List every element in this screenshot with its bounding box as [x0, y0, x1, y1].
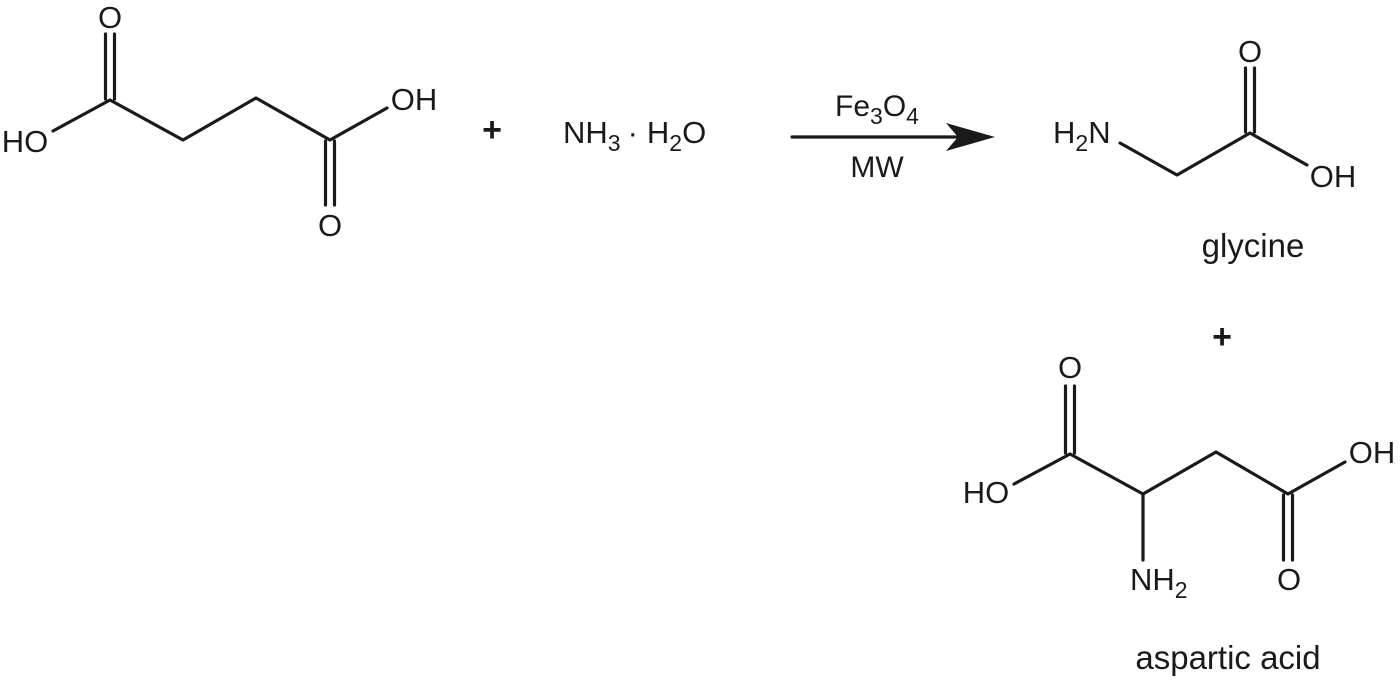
succinic-acid-structure: O HO OH O [2, 0, 438, 243]
glycine-chain-bonds [1118, 131, 1309, 177]
glycine-oh: OH [1310, 159, 1357, 194]
carbon-chain-bonds [51, 96, 389, 142]
aspartic-acid-structure: O HO OH O NH2 aspartic acid [963, 350, 1396, 676]
formula-nh: NH [563, 115, 608, 150]
formula-sub-2: 2 [669, 130, 682, 156]
arrow-head-icon [946, 123, 995, 151]
formula-dot: · [628, 115, 638, 150]
ammonia-hydrate-formula: NH3 · H2O [563, 115, 706, 156]
aspartic-o-bottom: O [1277, 562, 1301, 597]
aspartic-amine-label: NH2 [1130, 562, 1188, 603]
atom-ho-left: HO [2, 124, 49, 159]
aspartic-o-top: O [1058, 350, 1082, 385]
plus-sign-products: + [1212, 318, 1232, 356]
formula-h: H [647, 115, 669, 150]
microwave-condition-label: MW [850, 151, 904, 184]
aspartic-ho-left: HO [963, 475, 1010, 510]
atom-o-top: O [98, 0, 122, 35]
glycine-amine-label: H2N [1053, 115, 1111, 156]
plus-sign-reactants: + [482, 111, 502, 149]
catalyst-label: Fe3O4 [835, 90, 919, 129]
aspartic-acid-name-label: aspartic acid [1135, 639, 1320, 676]
formula-o: O [682, 115, 706, 150]
aspartic-chain-bonds [1012, 450, 1347, 496]
aspartic-oh-right: OH [1349, 435, 1396, 470]
formula-sub-3: 3 [608, 130, 621, 156]
glycine-structure: H2N O OH glycine [1053, 34, 1356, 264]
atom-o-bottom: O [318, 208, 342, 243]
glycine-o-top: O [1238, 34, 1262, 69]
atom-oh-right: OH [391, 82, 438, 117]
reaction-arrow: Fe3O4 MW [790, 90, 995, 184]
glycine-name-label: glycine [1202, 227, 1305, 264]
